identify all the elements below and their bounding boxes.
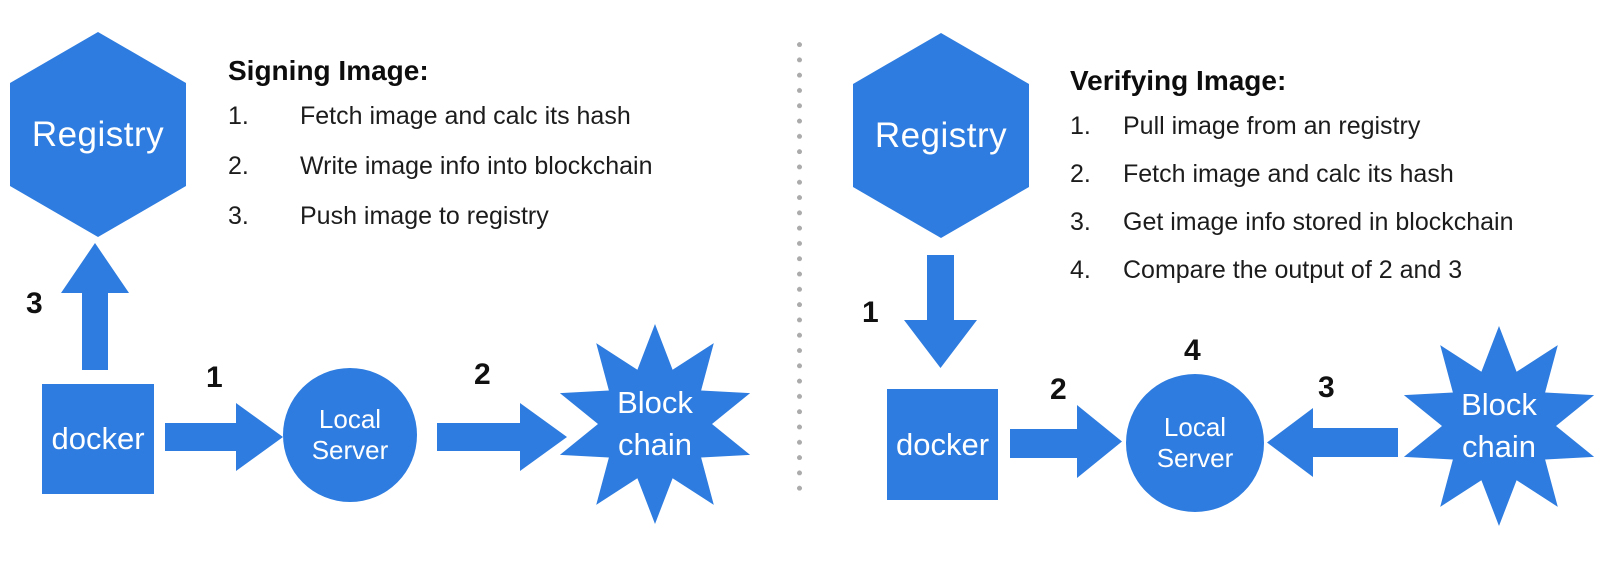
verifying-instructions: Verifying Image: 1. Pull image from an r… bbox=[1070, 64, 1570, 303]
verifying-step-3: 3. Get image info stored in blockchain bbox=[1070, 207, 1570, 237]
right-arrow-icon bbox=[437, 403, 567, 471]
left-registry-hexagon-icon bbox=[10, 32, 186, 237]
step-text: Fetch image and calc its hash bbox=[300, 102, 631, 130]
right-arrow-label-2: 2 bbox=[1050, 373, 1067, 406]
step-number: 3. bbox=[1070, 208, 1091, 236]
signing-instructions: Signing Image: 1. Fetch image and calc i… bbox=[228, 54, 698, 251]
left-arrow-label-3: 3 bbox=[26, 287, 43, 320]
right-arrow-icon bbox=[165, 403, 283, 471]
step-number: 2. bbox=[1070, 160, 1091, 188]
signing-step-1: 1. Fetch image and calc its hash bbox=[228, 101, 698, 131]
left-blockchain-star-icon bbox=[555, 324, 755, 524]
verifying-step-2: 2. Fetch image and calc its hash bbox=[1070, 159, 1570, 189]
up-arrow-icon bbox=[61, 243, 129, 370]
right-blockchain-star-icon bbox=[1399, 326, 1599, 526]
right-docker-square-icon bbox=[887, 389, 998, 500]
right-arrow-label-3: 3 bbox=[1318, 371, 1335, 404]
left-docker-square-icon bbox=[42, 384, 154, 494]
down-arrow-icon bbox=[904, 255, 977, 368]
dotted-divider bbox=[797, 42, 802, 500]
step-number: 1. bbox=[1070, 112, 1091, 140]
right-arrow-label-1: 1 bbox=[862, 296, 879, 329]
left-arrow-label-2: 2 bbox=[474, 358, 491, 391]
left-arrow-icon bbox=[1267, 408, 1398, 477]
right-registry-hexagon-icon bbox=[853, 33, 1029, 238]
signing-step-2: 2. Write image info into blockchain bbox=[228, 151, 698, 181]
step-text: Compare the output of 2 and 3 bbox=[1123, 256, 1463, 284]
right-compare-label-4: 4 bbox=[1184, 334, 1201, 367]
step-text: Push image to registry bbox=[300, 202, 549, 230]
step-text: Write image info into blockchain bbox=[300, 152, 653, 180]
right-local-server-circle-icon bbox=[1126, 374, 1264, 512]
step-number: 1. bbox=[228, 102, 249, 130]
step-number: 4. bbox=[1070, 256, 1091, 284]
step-text: Fetch image and calc its hash bbox=[1123, 160, 1454, 188]
signing-heading: Signing Image: bbox=[228, 55, 429, 86]
left-local-server-circle-icon bbox=[283, 368, 417, 502]
step-text: Pull image from an registry bbox=[1123, 112, 1421, 140]
left-arrow-label-1: 1 bbox=[206, 361, 223, 394]
step-number: 2. bbox=[228, 152, 249, 180]
verifying-heading: Verifying Image: bbox=[1070, 65, 1287, 96]
signing-steps: 1. Fetch image and calc its hash 2. Writ… bbox=[228, 101, 698, 231]
step-text: Get image info stored in blockchain bbox=[1123, 208, 1514, 236]
verifying-step-1: 1. Pull image from an registry bbox=[1070, 111, 1570, 141]
verifying-step-4: 4. Compare the output of 2 and 3 bbox=[1070, 255, 1570, 285]
step-number: 3. bbox=[228, 202, 249, 230]
signing-step-3: 3. Push image to registry bbox=[228, 201, 698, 231]
verifying-steps: 1. Pull image from an registry 2. Fetch … bbox=[1070, 111, 1570, 285]
right-arrow-icon bbox=[1010, 405, 1122, 478]
